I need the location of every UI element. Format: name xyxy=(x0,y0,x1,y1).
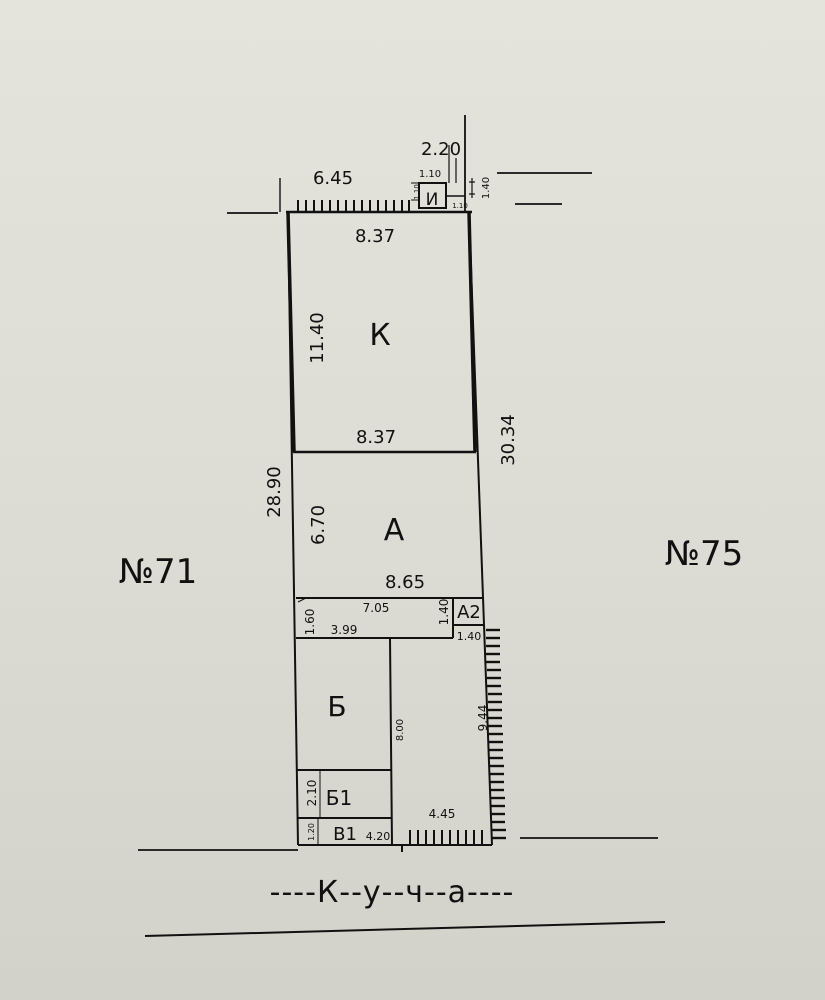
dim-a2-width: 1.40 xyxy=(457,630,482,643)
dim-v1-height: 1.20 xyxy=(307,823,316,841)
structure-label-a: А xyxy=(384,513,405,548)
dim-i-left: 1.10 xyxy=(413,184,421,200)
dim-right-lower: 9.44 xyxy=(476,705,490,732)
dim-i-top: 1.10 xyxy=(419,169,441,180)
dim-i-bottom: 1.10 xyxy=(452,202,468,210)
structure-label-i: И xyxy=(426,190,439,210)
building-k xyxy=(286,211,477,454)
fence-hatch-top xyxy=(297,200,410,212)
dim-strip-height: 1.60 xyxy=(303,609,317,636)
structure-label-b: Б xyxy=(327,690,346,723)
structure-label-k: К xyxy=(369,318,390,353)
structure-label-a2: А2 xyxy=(457,602,481,623)
structure-label-v1: В1 xyxy=(333,824,357,845)
street-line-bottom xyxy=(144,921,666,937)
dim-k-top: 8.37 xyxy=(355,226,395,247)
dim-top-left: 6.45 xyxy=(313,168,353,189)
dim-v1-width: 4.20 xyxy=(366,830,391,843)
structure-b-group xyxy=(297,637,393,846)
dim-top-right: 2.20 xyxy=(421,139,461,160)
dim-a2-height: 1.40 xyxy=(437,599,451,626)
dim-a-height: 6.70 xyxy=(308,505,329,545)
dim-a-bottom: 8.65 xyxy=(385,572,425,593)
fence-hatch-right xyxy=(486,628,506,840)
dim-yard-height: 8.00 xyxy=(395,719,406,741)
dim-strip-width: 7.05 xyxy=(363,601,390,615)
street-name: ----К--у--ч--а---- xyxy=(270,875,515,910)
dim-b-width: 3.99 xyxy=(331,623,358,637)
dim-left-total: 28.90 xyxy=(264,466,285,518)
dim-k-bottom: 8.37 xyxy=(356,427,396,448)
fence-hatch-bottom xyxy=(401,830,483,852)
dim-k-height: 11.40 xyxy=(307,312,328,364)
lot-label-left: №71 xyxy=(119,552,198,592)
neighbor-lines xyxy=(138,115,666,937)
dim-right-total: 30.34 xyxy=(498,414,519,466)
dim-b1-height: 2.10 xyxy=(305,780,319,807)
dim-bottom-right: 4.45 xyxy=(429,807,456,821)
lot-label-right: №75 xyxy=(665,534,744,574)
dim-i-right: 1.40 xyxy=(481,177,492,199)
structure-i xyxy=(411,145,475,209)
structure-label-b1: Б1 xyxy=(326,786,352,810)
